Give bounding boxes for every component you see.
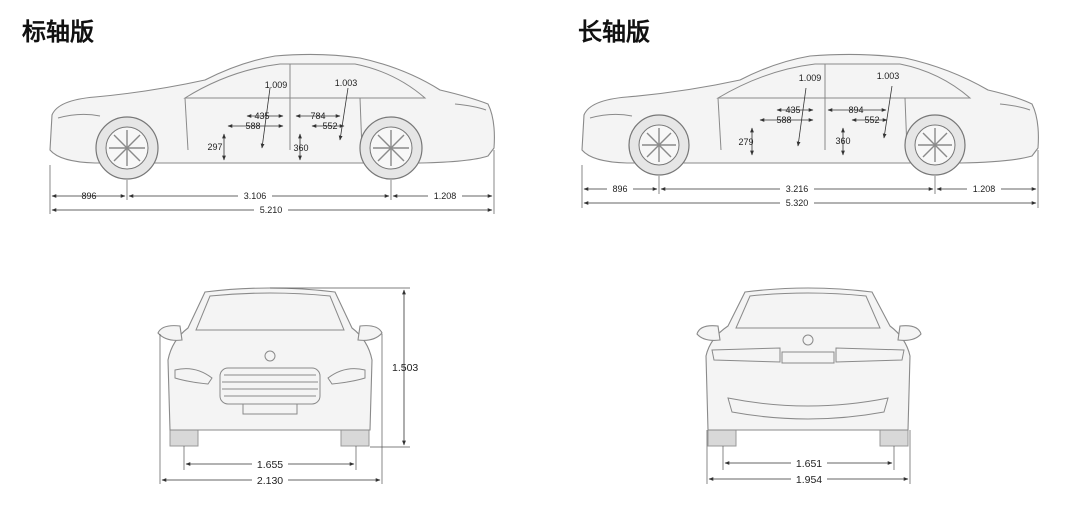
standard-rear-overhang-label: 1.208	[434, 191, 457, 201]
rear-star-emblem	[802, 334, 814, 346]
long-side-view: 896 3.216 1.208 5.320 1.009 1.003 435 58…	[581, 53, 1039, 209]
long-headroom-rear-label: 1.003	[877, 71, 900, 81]
front-left-headlight	[174, 368, 213, 385]
long-rear-wheel	[904, 114, 966, 176]
long-front-wheel	[628, 114, 690, 176]
standard-front-door-edge	[184, 97, 189, 151]
long-rear-seat-height-label: 360	[835, 136, 850, 146]
standard-wheelbase-title: 标轴版	[22, 18, 94, 46]
long-front-seat-depth-label: 435	[785, 105, 800, 115]
long-headroom-front-line	[796, 87, 807, 147]
rear-view: 1.651 1.954	[696, 287, 922, 486]
front-track-label: 1.655	[257, 459, 283, 471]
standard-headroom-rear-line	[338, 87, 349, 141]
front-star-emblem	[264, 350, 276, 362]
standard-rear-seat-depth-label: 552	[322, 121, 337, 131]
long-headlight	[589, 113, 633, 119]
front-license-plate	[242, 403, 298, 415]
standard-front-wheel	[95, 116, 159, 180]
standard-wheelbase-label: 3.106	[244, 191, 267, 201]
long-rear-legroom-label: 894	[848, 105, 863, 115]
standard-front-legroom-label: 588	[245, 121, 260, 131]
rear-car-body	[705, 287, 911, 431]
rear-diffuser	[727, 397, 889, 420]
long-window-line	[716, 63, 972, 99]
front-windshield	[195, 292, 345, 331]
standard-front-seat-height-label: 297	[207, 142, 222, 152]
long-wheelbase-label: 3.216	[786, 184, 809, 194]
front-left-mirror	[157, 325, 183, 341]
long-headroom-front-label: 1.009	[799, 73, 822, 83]
rear-right-taillight	[835, 347, 905, 363]
long-headroom-rear-line	[882, 85, 893, 139]
front-right-headlight	[327, 368, 366, 385]
long-front-door-edge	[717, 97, 722, 151]
standard-window-line	[183, 63, 427, 99]
standard-rear-wheel	[359, 116, 423, 180]
standard-headroom-front-line	[260, 87, 271, 149]
front-view: 1.503 1.655 2.130	[157, 287, 418, 487]
long-front-legroom-label: 588	[776, 115, 791, 125]
standard-rear-seat-height-label: 360	[293, 143, 308, 153]
standard-headroom-front-label: 1.009	[265, 80, 288, 90]
standard-length-label: 5.210	[260, 205, 283, 215]
rear-width-label: 1.954	[796, 474, 822, 486]
standard-rear-legroom-label: 784	[310, 111, 325, 121]
standard-taillight	[454, 103, 487, 111]
front-grille-slats	[222, 374, 318, 397]
long-length-label: 5.320	[786, 198, 809, 208]
long-taillight	[999, 103, 1031, 111]
standard-headroom-rear-label: 1.003	[335, 78, 358, 88]
standard-front-overhang-label: 896	[81, 191, 96, 201]
long-rear-seat-depth-label: 552	[864, 115, 879, 125]
front-width-label: 2.130	[257, 475, 283, 487]
long-front-overhang-label: 896	[612, 184, 627, 194]
front-right-mirror	[357, 325, 383, 341]
long-rear-overhang-label: 1.208	[973, 184, 996, 194]
rear-right-mirror	[897, 325, 922, 341]
standard-front-seat-depth-label: 435	[254, 111, 269, 121]
standard-side-view: 896 3.106 1.208 5.210 1.009 1.003 435 58…	[49, 53, 495, 216]
rear-window	[735, 292, 881, 329]
long-front-seat-height-label: 279	[738, 137, 753, 147]
standard-headlight	[57, 113, 101, 119]
rear-left-mirror	[696, 325, 721, 341]
front-height-label: 1.503	[392, 362, 418, 374]
long-wheelbase-title: 长轴版	[578, 18, 650, 46]
rear-left-taillight	[711, 347, 781, 363]
front-car-body	[167, 287, 373, 431]
rear-license-plate	[781, 351, 835, 364]
rear-track-label: 1.651	[796, 458, 822, 470]
